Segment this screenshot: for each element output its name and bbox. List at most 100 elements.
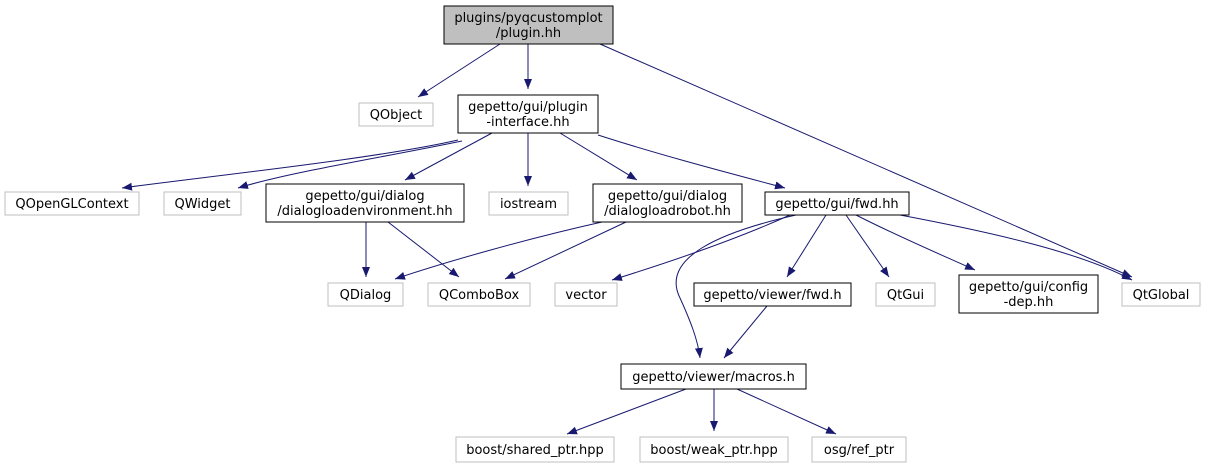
node-label-line: plugins/pyqcustomplot <box>454 11 602 26</box>
node-dlg-robot[interactable]: gepetto/gui/dialog/dialogloadrobot.hh <box>592 183 743 223</box>
node-box <box>554 282 618 307</box>
node-qdialog: QDialog <box>327 282 404 307</box>
node-qtglobal: QtGlobal <box>1121 282 1201 307</box>
node-qwidget: QWidget <box>163 191 242 216</box>
node-label-line: gepetto/gui/dialog <box>608 189 727 204</box>
node-qtgui: QtGui <box>875 282 936 307</box>
node-label-line: iostream <box>500 197 557 212</box>
edge-line <box>845 214 890 278</box>
edge-macros-to-shared_ptr <box>566 388 687 435</box>
node-label-line: QOpenGLContext <box>15 197 128 212</box>
edge-line <box>723 305 768 359</box>
node-box <box>327 282 404 307</box>
edge-line <box>611 214 791 281</box>
node-box <box>488 191 569 216</box>
edge-dlg_env-to-qcombobox <box>387 221 460 278</box>
edge-line <box>504 221 627 280</box>
edge-line <box>404 132 493 181</box>
node-label-line: gepetto/viewer/macros.h <box>632 370 795 385</box>
node-label-line: /plugin.hh <box>496 26 561 41</box>
node-box <box>163 191 242 216</box>
edge-gui_fwd-to-macros <box>675 214 797 359</box>
node-label-line: gepetto/gui/dialog <box>305 189 424 204</box>
edge-line <box>237 140 463 189</box>
node-label-line: QComboBox <box>439 288 520 303</box>
node-box <box>4 191 140 216</box>
node-box <box>875 282 936 307</box>
node-dlg-env[interactable]: gepetto/gui/dialog/dialogloadenvironment… <box>265 183 465 223</box>
node-macros[interactable]: gepetto/viewer/macros.h <box>620 363 807 390</box>
node-label-line: gepetto/viewer/fwd.h <box>703 288 841 303</box>
edge-line <box>566 388 687 435</box>
node-iostream: iostream <box>488 191 569 216</box>
edge-plugin_iface-to-qwidget <box>237 140 463 189</box>
node-label-line: QDialog <box>340 288 392 303</box>
edge-gui_fwd-to-qtglobal <box>899 214 1133 281</box>
node-box <box>265 183 465 223</box>
node-box <box>443 5 614 45</box>
node-label-line: QWidget <box>174 197 230 212</box>
node-box <box>455 436 615 463</box>
node-plugin-iface[interactable]: gepetto/gui/plugin-interface.hh <box>457 94 599 134</box>
edge-line <box>417 43 501 98</box>
edge-line <box>675 214 797 359</box>
node-qcombobox: QComboBox <box>427 282 531 307</box>
edges-layer <box>121 43 1133 435</box>
edge-line <box>121 139 459 191</box>
edge-gui_fwd-to-qtgui <box>845 214 890 278</box>
edge-line <box>786 214 827 278</box>
node-qobject: QObject <box>358 102 434 127</box>
node-box <box>427 282 531 307</box>
node-label-line: QtGui <box>887 288 924 303</box>
node-ref-ptr: osg/ref_ptr <box>811 436 907 463</box>
edge-dlg_robot-to-qdialog <box>394 221 603 280</box>
node-box <box>1121 282 1201 307</box>
edge-plugin_iface-to-dlg_robot <box>559 132 638 181</box>
node-gui-fwd[interactable]: gepetto/gui/fwd.hh <box>764 191 910 216</box>
node-config-dep[interactable]: gepetto/gui/config-dep.hh <box>958 274 1099 314</box>
node-label-line: QtGlobal <box>1133 288 1190 303</box>
node-box <box>639 436 789 463</box>
edge-gui_fwd-to-vector <box>611 214 791 281</box>
edge-macros-to-ref_ptr <box>736 388 837 435</box>
edge-gui_fwd-to-config_dep <box>855 214 976 271</box>
edge-line <box>597 134 786 190</box>
edge-line <box>387 221 460 278</box>
node-label-line: gepetto/gui/fwd.hh <box>775 197 898 212</box>
node-shared-ptr: boost/shared_ptr.hpp <box>455 436 615 463</box>
node-box <box>457 94 599 134</box>
node-label-line: /dialogloadenvironment.hh <box>277 204 452 219</box>
node-label-line: QObject <box>370 108 423 123</box>
node-box <box>764 191 910 216</box>
edge-plugin_iface-to-dlg_env <box>404 132 493 181</box>
node-label-line: /dialogloadrobot.hh <box>604 204 731 219</box>
edge-plugin_iface-to-qopenglcontext <box>121 139 459 191</box>
node-label-line: gepetto/gui/plugin <box>468 100 588 115</box>
node-box <box>592 183 743 223</box>
edge-plugin_iface-to-gui_fwd <box>597 134 786 190</box>
node-vector: vector <box>554 282 618 307</box>
edge-root-to-qobject <box>417 43 501 98</box>
node-box <box>693 282 852 307</box>
node-root[interactable]: plugins/pyqcustomplot/plugin.hh <box>443 5 614 45</box>
node-box <box>358 102 434 127</box>
edge-line <box>736 388 837 435</box>
node-label-line: vector <box>565 288 607 303</box>
node-box <box>620 363 807 390</box>
node-box <box>958 274 1099 314</box>
node-box <box>811 436 907 463</box>
node-label-line: boost/shared_ptr.hpp <box>466 443 604 458</box>
edge-line <box>855 214 976 271</box>
edge-viewer_fwd-to-macros <box>723 305 768 359</box>
node-label-line: gepetto/gui/config <box>969 280 1088 295</box>
node-weak-ptr: boost/weak_ptr.hpp <box>639 436 789 463</box>
node-viewer-fwd[interactable]: gepetto/viewer/fwd.h <box>693 282 852 307</box>
node-label-line: -interface.hh <box>486 115 569 130</box>
edge-gui_fwd-to-viewer_fwd <box>786 214 827 278</box>
node-qopenglcontext: QOpenGLContext <box>4 191 140 216</box>
node-label-line: -dep.hh <box>1004 295 1054 310</box>
edge-line <box>394 221 603 280</box>
node-label-line: osg/ref_ptr <box>824 443 895 458</box>
